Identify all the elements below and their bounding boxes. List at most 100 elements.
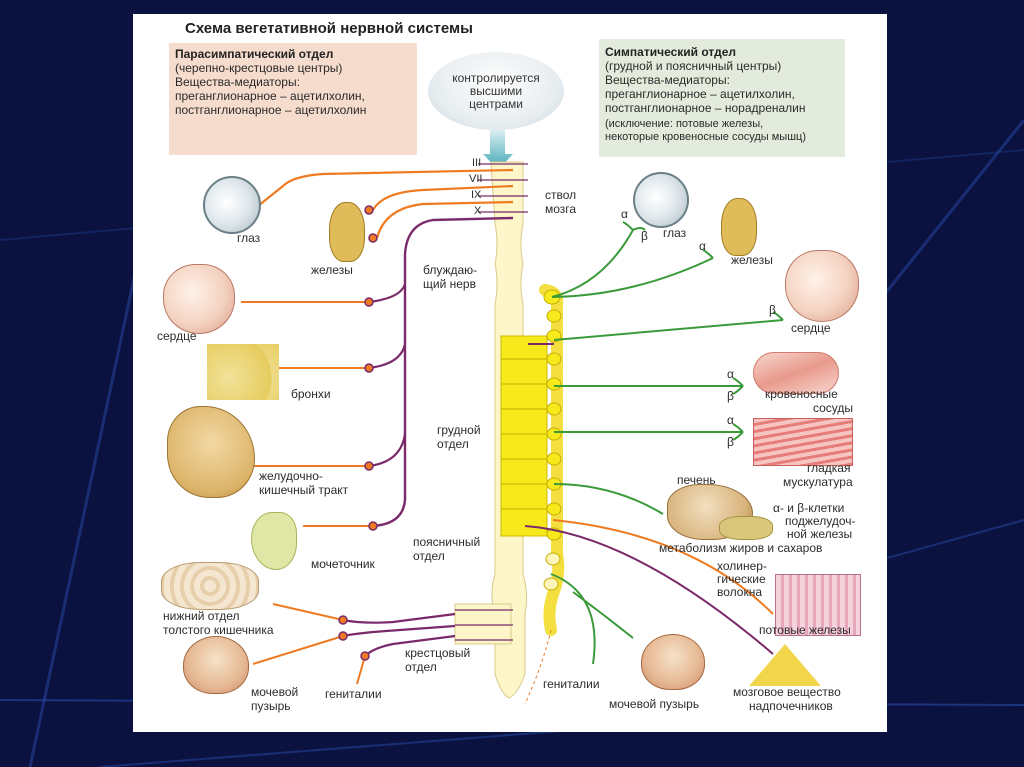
cranial-nerve-x: X xyxy=(474,205,482,217)
right-sweat-glands-illustration xyxy=(775,574,861,636)
sympathetic-subtitle: (грудной и поясничный центры) xyxy=(605,59,782,73)
right-heart-illustration xyxy=(785,250,859,322)
sacral-region xyxy=(454,603,512,645)
cholinergic-fiber xyxy=(552,519,774,615)
parasympathetic-cranial-fibers xyxy=(252,168,514,239)
right-pancreas-illustration xyxy=(719,516,773,540)
sympathetic-exception-2: некоторые кровеносные сосуды мышц) xyxy=(605,131,806,143)
lumbar-label-1: поясничный xyxy=(413,535,481,549)
receptor-alpha-vessels: α xyxy=(727,367,734,381)
left-gi-label-1: желудочно- xyxy=(259,469,323,483)
right-smooth-muscle-illustration xyxy=(753,418,853,466)
right-cholinergic-label-1: холинер- xyxy=(717,559,767,573)
left-bronchi-illustration xyxy=(207,344,279,400)
diagram-title: Схема вегетативной нервной системы xyxy=(185,20,473,37)
right-heart-label: сердце xyxy=(791,321,831,335)
right-pancreas-label-3: ной железы xyxy=(787,527,853,541)
sympathetic-exception-1: (исключение: потовые железы, xyxy=(605,118,764,130)
receptor-beta-eye: β xyxy=(641,229,648,243)
left-colon-illustration xyxy=(161,562,259,610)
right-pancreas-label-1: α- и β-клетки xyxy=(773,501,845,515)
parasympathetic-mediator-post: постганглионарное – ацетилхолин xyxy=(175,103,367,117)
right-cholinergic-label-2: гические xyxy=(717,572,766,586)
right-pancreas-label-2: поджелудоч- xyxy=(785,514,856,528)
right-blood-vessels-illustration xyxy=(753,352,839,394)
sacral-postganglionic xyxy=(252,603,366,685)
thoracic-label-2: отдел xyxy=(437,437,469,451)
dashed-chain-extension xyxy=(524,629,552,705)
sacral-label-2: отдел xyxy=(405,660,437,674)
receptor-alpha-muscle: α xyxy=(727,413,734,427)
parasympathetic-postganglionic xyxy=(241,301,373,527)
left-ureter-label: мочеточник xyxy=(311,557,375,571)
vagus-label-2: щий нерв xyxy=(423,277,476,291)
center-line-3: центрами xyxy=(469,96,523,111)
cranial-nerve-iii: III xyxy=(472,157,482,169)
vagus-branches xyxy=(368,283,407,468)
center-line-2: высшими xyxy=(469,83,523,98)
receptor-alpha-eye: α xyxy=(621,207,628,221)
right-genitalia-label: гениталии xyxy=(543,677,600,691)
parasympathetic-heading: Парасимпатический отдел xyxy=(175,47,334,61)
left-colon-label-2: толстого кишечника xyxy=(163,623,274,637)
parasympathetic-mediator-pre: преганглионарное – ацетилхолин, xyxy=(175,89,365,103)
right-smooth-label-1: гладкая xyxy=(807,461,851,475)
sympathetic-mediator-post: постганглионарное – норадреналин xyxy=(605,101,806,115)
right-adrenal-label-2: надпочечников xyxy=(749,699,833,713)
nervous-system-diagram xyxy=(241,130,784,705)
right-eye-label: глаз xyxy=(663,226,687,240)
parasympathetic-info-box: Парасимпатический отдел (черепно-крестцо… xyxy=(169,43,417,155)
left-genitalia-label: гениталии xyxy=(325,687,382,701)
left-colon-label-1: нижний отдел xyxy=(163,609,240,623)
left-heart-label: сердце xyxy=(157,329,197,343)
brainstem-label-2: мозга xyxy=(545,202,577,216)
cranial-nerve-vii: VII xyxy=(469,173,483,185)
right-bladder-illustration xyxy=(641,634,705,690)
left-gi-label-2: кишечный тракт xyxy=(259,483,349,497)
thoracic-segment-lines xyxy=(501,358,547,510)
receptor-beta-heart: β xyxy=(769,303,776,317)
right-smooth-label-2: мускулатура xyxy=(783,475,853,489)
cranial-nerve-ix: IX xyxy=(471,189,482,201)
left-gi-tract-illustration xyxy=(167,406,255,498)
sacral-label-1: крестцовый xyxy=(405,646,471,660)
thoracic-label-1: грудной xyxy=(437,423,481,437)
left-eye-illustration xyxy=(203,176,261,234)
receptor-forks xyxy=(622,221,784,441)
left-bladder-illustration xyxy=(183,636,249,694)
parasympathetic-mediators-title: Вещества-медиаторы: xyxy=(175,75,300,89)
right-vessels-label-1: кровеносные xyxy=(765,387,838,401)
center-line-1: контролируется xyxy=(452,70,540,85)
cranial-nerve-bars xyxy=(478,163,528,213)
receptor-alpha-glands: α xyxy=(699,239,706,253)
sympathetic-heading: Симпатический отдел xyxy=(605,45,737,59)
right-glands-illustration xyxy=(721,198,757,256)
right-liver-label: печень xyxy=(677,473,716,487)
right-adrenal-label-1: мозговое вещество xyxy=(733,685,841,699)
sacral-ganglia xyxy=(338,615,370,661)
vagus-nerve xyxy=(372,216,514,528)
left-bladder-label-2: пузырь xyxy=(251,699,291,713)
left-ureter-illustration xyxy=(251,512,297,570)
right-sweat-label: потовые железы xyxy=(759,623,851,637)
right-glands-label: железы xyxy=(731,253,773,267)
right-vessels-label-2: сосуды xyxy=(813,401,854,415)
sympathetic-info-box: Симпатический отдел (грудной и поясничны… xyxy=(599,39,845,157)
sympathetic-ganglia xyxy=(543,289,562,591)
thoracic-region xyxy=(500,335,548,537)
vagus-label-1: блуждаю- xyxy=(423,263,478,277)
left-heart-illustration xyxy=(163,264,235,334)
right-cholinergic-label-3: волокна xyxy=(717,585,763,599)
higher-centers-cloud: контролируется высшими центрами xyxy=(428,52,564,130)
left-glands-label: железы xyxy=(311,263,353,277)
sympathetic-preganglionic xyxy=(524,343,774,655)
parasympathetic-subtitle: (черепно-крестцовые центры) xyxy=(175,61,343,75)
sympathetic-mediator-pre: преганглионарное – ацетилхолин, xyxy=(605,87,795,101)
control-arrow xyxy=(483,130,513,170)
lumbar-label-2: отдел xyxy=(413,549,445,563)
right-metabolism-label: метаболизм жиров и сахаров xyxy=(659,541,823,555)
left-bronchi-label: бронхи xyxy=(291,387,331,401)
left-eye-label: глаз xyxy=(237,231,261,245)
sympathetic-fibers xyxy=(550,229,784,665)
right-bladder-label: мочевой пузырь xyxy=(609,697,700,711)
